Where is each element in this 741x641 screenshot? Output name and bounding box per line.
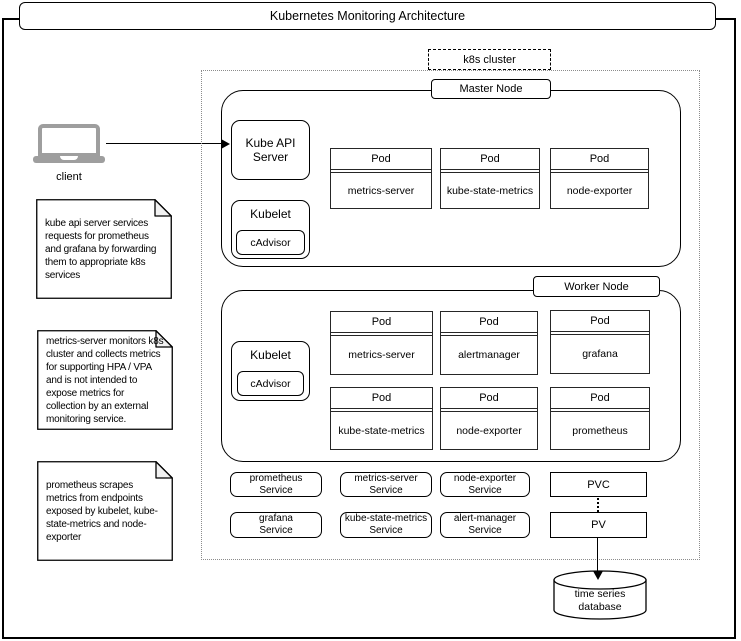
note-text: prometheus scrapes metrics from endpoint… [46,479,158,543]
pod-name: kube-state-metrics [441,172,539,208]
pod-header: Pod [551,311,649,332]
service-name: kube-state-metrics [344,513,428,524]
service-grafana: grafana Service [230,512,322,538]
pv-to-database-arrowhead-icon [593,571,603,580]
pod-grafana: Pod grafana [550,310,650,374]
laptop-notch [60,156,78,160]
service-type: Service [259,525,293,536]
database-label-line1: time series [574,588,626,600]
pod-name: metrics-server [331,335,432,374]
kubelet-node-worker: Kubelet cAdvisor [231,341,310,401]
client-to-api-arrowhead-icon [221,139,230,149]
worker-node-container [221,290,681,462]
client-to-api-arrow-line [106,143,222,145]
note-metrics-server: metrics-server monitors k8s cluster and … [37,330,173,430]
worker-node-label: Worker Node [533,276,660,297]
time-series-database: time series database [553,570,647,620]
pod-header: Pod [331,312,432,333]
client-label: client [56,171,82,183]
note-prometheus: prometheus scrapes metrics from endpoint… [37,461,173,561]
pod-name: metrics-server [331,172,431,208]
note-shape [37,330,173,430]
service-type: Service [369,484,403,496]
note-text: kube api server services requests for pr… [45,217,157,281]
master-node-label: Master Node [431,79,551,99]
service-kube-state-metrics: kube-state-metrics Service [340,512,432,538]
k8s-cluster-boundary [201,70,700,560]
pod-header: Pod [551,388,649,409]
service-name: prometheus [249,472,303,484]
pod-header: Pod [441,388,537,409]
service-name: grafana [259,513,293,524]
pod-prometheus: Pod prometheus [550,387,650,450]
kubelet-label: Kubelet [250,348,291,362]
database-label-line2: database [578,601,622,613]
pv-node: PV [550,512,647,538]
kubelet-node-master: Kubelet cAdvisor [231,200,310,259]
service-type: Service [259,484,293,496]
pod-name: alertmanager [441,335,537,374]
pod-alertmanager: Pod alertmanager [440,311,538,375]
pod-header: Pod [441,149,539,170]
service-alert-manager: alert-manager Service [440,512,530,538]
pod-name: kube-state-metrics [331,411,432,449]
note-shape [36,199,172,299]
laptop-screen [38,124,100,157]
pod-name: grafana [551,334,649,373]
cadvisor-node-master: cAdvisor [236,230,305,255]
pod-name: prometheus [551,411,649,449]
service-prometheus: prometheus Service [230,472,322,497]
pod-name: node-exporter [551,172,648,208]
kube-api-server-node: Kube API Server [231,120,310,180]
service-name: node-exporter [453,472,517,484]
pod-header: Pod [441,312,537,333]
pod-header: Pod [331,149,431,170]
diagram-title: Kubernetes Monitoring Architecture [19,2,716,30]
service-type: Service [468,525,502,536]
pod-header: Pod [551,149,648,170]
laptop-icon [33,124,105,164]
pod-header: Pod [331,388,432,409]
note-text: metrics-server monitors k8s cluster and … [46,335,164,425]
cadvisor-node-worker: cAdvisor [237,371,304,396]
service-type: Service [369,525,403,536]
pod-node-exporter-master: Pod node-exporter [550,148,649,209]
kubelet-label: Kubelet [250,207,291,221]
service-name: metrics-server [354,472,418,484]
database-cylinder-icon [553,570,647,620]
service-node-exporter: node-exporter Service [440,472,530,497]
pod-node-exporter-worker: Pod node-exporter [440,387,538,450]
pod-name: node-exporter [441,411,537,449]
pod-metrics-server-worker: Pod metrics-server [330,311,433,375]
database-label: time series database [553,586,647,616]
k8s-cluster-label: k8s cluster [428,49,551,70]
service-name: alert-manager [453,513,517,524]
service-metrics-server: metrics-server Service [340,472,432,497]
note-kube-api-server: kube api server services requests for pr… [36,199,172,299]
pvc-node: PVC [550,472,647,497]
pod-kube-state-metrics-master: Pod kube-state-metrics [440,148,540,209]
service-type: Service [468,484,502,496]
pv-to-database-arrow-line [597,538,599,572]
pod-metrics-server-master: Pod metrics-server [330,148,432,209]
pod-kube-state-metrics-worker: Pod kube-state-metrics [330,387,433,450]
pvc-pv-link [597,498,599,512]
note-shape [37,461,173,561]
